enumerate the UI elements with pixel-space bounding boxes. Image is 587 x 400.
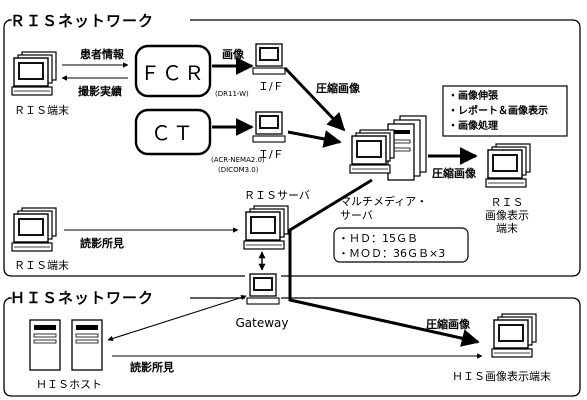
his-gateway-link <box>107 294 247 342</box>
function-item: ・画像伸張 <box>448 89 499 102</box>
his-report-link: 読影所見 <box>112 353 483 374</box>
his-report-label: 読影所見 <box>130 360 174 374</box>
ris-display-terminal: ＲＩＳ 画像表示 端末 <box>485 143 531 235</box>
ct-interface-spec-2: (DICOM3.0) <box>218 166 259 174</box>
exam-results-label: 撮影実績 <box>78 84 122 98</box>
multimedia-server-label-2: サーバ <box>340 209 373 222</box>
ris-terminal-2-label: ＲＩＳ端末 <box>14 258 69 272</box>
server-spec-hd: ・ＨＤ：15ＧＢ <box>338 232 418 245</box>
server-spec-mod: ・ＭＯＤ：36ＧＢ×3 <box>338 247 445 260</box>
ris-terminal-2: ＲＩＳ端末 <box>11 207 69 272</box>
ris-display-terminal-line1: ＲＩＳ <box>491 196 524 209</box>
function-item: ・レポート＆画像表示 <box>448 104 548 117</box>
ris-network-title: ＲＩＳネットワーク <box>10 12 154 30</box>
fcr-interface: Ｉ/Ｆ (DR11-W) <box>215 43 286 98</box>
compressed-image-label-display: 圧縮画像 <box>432 166 477 180</box>
fcr-interface-label: Ｉ/Ｆ <box>258 80 284 93</box>
ris-network-region: ＲＩＳネットワーク <box>3 12 581 277</box>
ris-server: ＲＩＳサーバ <box>243 189 310 250</box>
server-tower-icon <box>71 319 103 371</box>
his-host-label: ＨＩＳホスト <box>36 378 102 391</box>
fcr-interface-spec: (DR11-W) <box>215 90 249 98</box>
workstation-icon <box>485 143 531 188</box>
patient-info-label: 患者情報 <box>80 47 125 61</box>
his-network-title: ＨＩＳネットワーク <box>10 289 154 307</box>
backbone-arrowhead <box>460 329 480 347</box>
pc-icon <box>252 43 286 75</box>
ris-terminal-1: ＲＩＳ端末 <box>11 51 69 117</box>
workstation-icon <box>11 51 57 96</box>
ris-display-terminal-line2: 画像表示 <box>485 208 529 222</box>
ct-label: ＣＴ <box>151 121 195 145</box>
multimedia-server-label-1: マルチメディア・ <box>340 194 427 208</box>
ct-interface-spec-1: (ACR-NEMA2.0) <box>211 156 265 164</box>
fcr-label: ＦＣＲ <box>140 61 206 85</box>
exam-results-link: 撮影実績 <box>61 75 128 98</box>
fcr-image-label: 画像 <box>222 47 245 61</box>
ris-server-label: ＲＩＳサーバ <box>244 189 310 202</box>
his-display-terminal-label: ＨＩＳ画像表示端末 <box>452 369 551 383</box>
compressed-image-links-to-server: 圧縮画像 <box>283 66 361 148</box>
backbone-cable <box>288 178 471 342</box>
server-tower-icon <box>29 319 61 371</box>
ris-report-label: 読影所見 <box>80 236 124 250</box>
workstation-icon <box>243 205 289 250</box>
ris-terminal-1-label: ＲＩＳ端末 <box>14 103 69 117</box>
ct-device: ＣＴ <box>134 108 212 156</box>
his-display-terminal: ＨＩＳ画像表示端末 <box>452 313 551 383</box>
pc-icon <box>246 273 280 305</box>
ct-interface: Ｉ/Ｆ (ACR-NEMA2.0) (DICOM3.0) <box>211 111 286 174</box>
ct-interface-label: Ｉ/Ｆ <box>258 148 284 161</box>
pc-icon <box>252 111 286 143</box>
fcr-image-link: 画像 <box>212 47 254 75</box>
workstation-icon <box>491 313 537 358</box>
function-list-box: ・画像伸張 ・レポート＆画像表示 ・画像処理 <box>442 85 568 137</box>
gateway-label: Gateway <box>235 316 288 330</box>
server-spec-box: ・ＨＤ：15ＧＢ ・ＭＯＤ：36ＧＢ×3 <box>333 227 469 263</box>
his-compressed-image-label: 圧縮画像 <box>426 317 471 331</box>
server-to-display-link: 圧縮画像 <box>428 147 478 180</box>
fcr-device: ＦＣＲ <box>134 44 212 98</box>
compressed-image-label-upper: 圧縮画像 <box>316 81 361 95</box>
ris-display-terminal-line3: 端末 <box>496 221 518 235</box>
multimedia-server <box>349 115 427 181</box>
workstation-icon <box>11 207 57 252</box>
gateway: Gateway <box>235 270 289 330</box>
workstation-icon <box>349 129 395 174</box>
function-item: ・画像処理 <box>448 119 498 132</box>
patient-info-link: 患者情報 <box>62 47 129 68</box>
his-host: ＨＩＳホスト <box>29 319 103 391</box>
ris-report-link: 読影所見 <box>64 227 239 250</box>
